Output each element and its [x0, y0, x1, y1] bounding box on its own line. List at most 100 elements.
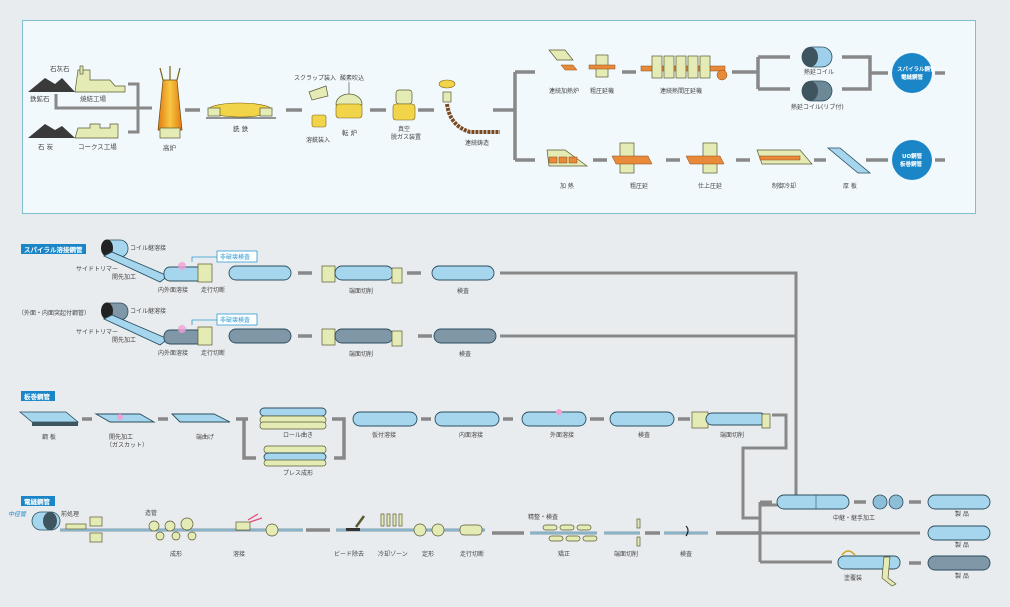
- coating-pipe: [837, 555, 901, 570]
- side-trimmer-label-2: サイドトリマー: [76, 329, 118, 336]
- ribbed-pipe-row-label: （外面・内面突起付鋼管）: [18, 309, 90, 317]
- plate-end-facing-label: 端面切削: [720, 431, 744, 439]
- gas-cut-label: （ガスカット）: [106, 441, 148, 449]
- spiral-section-badge: [21, 244, 86, 254]
- product-pipe-2: [927, 525, 991, 541]
- end-facing-tool-icon: [636, 518, 641, 529]
- sizing-roll-icon: [413, 523, 427, 537]
- coil-welding-label-2: コイル継溶接: [130, 307, 166, 315]
- pipe-making-label: 造管: [145, 509, 157, 517]
- limestone-label: 石灰石: [50, 64, 70, 73]
- erw-section-title: 電縫鋼管: [24, 497, 51, 506]
- degasser-icon: [392, 103, 416, 121]
- spiral-pipe: [228, 265, 292, 281]
- converter-station: スクラップ装入 溶銑装入 酸素吹込 転 炉: [294, 74, 364, 144]
- coke-plant-label: コークス工場: [78, 142, 117, 151]
- hot-coil-label: 熱延コイル: [804, 68, 834, 76]
- jointing-label: 中継・継手加工: [833, 514, 875, 522]
- heating-label: 加 熱: [560, 182, 574, 190]
- roll-bending-icon: [259, 407, 327, 430]
- press-forming-label: プレス成形: [283, 469, 313, 477]
- coating-robot-icon: [881, 556, 897, 587]
- plate-label: 厚 板: [843, 182, 857, 190]
- coupling-icon-2: [888, 494, 904, 510]
- hot-strip-mill-icon: [640, 55, 728, 81]
- inspected-pipe: [431, 265, 495, 281]
- inspection-probe-icon: [685, 525, 689, 537]
- edge-bend-label: 端曲げ: [196, 433, 214, 441]
- straightening-label: 矯正: [558, 550, 570, 558]
- blast-furnace: 高炉: [157, 66, 183, 152]
- spiral-row-1: コイル継溶接 サイドトリマー 開先加工 内外面溶接 走行切断 非破壊検査 端面切…: [76, 239, 495, 295]
- product-label-1: 製 品: [955, 510, 969, 518]
- cooling-zone-label: 冷却ゾーン: [378, 550, 408, 558]
- weld-spark-icon: [178, 262, 186, 270]
- tack-weld-label: 仮付溶接: [372, 431, 396, 439]
- inspection-label: 検査: [457, 287, 469, 295]
- flying-cut-label-2: 走行切断: [201, 349, 225, 357]
- spiral-section-title: スパイラル溶接鋼管: [24, 245, 83, 254]
- flying-cut-label: 走行切断: [201, 286, 225, 294]
- pretreatment-label: 前処理: [61, 510, 79, 518]
- nde-box-2: [216, 313, 258, 326]
- forming-label: 成形: [170, 550, 182, 558]
- inspection-pipe: [609, 411, 675, 427]
- end-facer-left-icon: [321, 265, 336, 283]
- spiral-erw-circle: [892, 53, 932, 93]
- erw-end-facing-label: 端面切削: [614, 550, 638, 558]
- rougher-label: 粗圧延機: [590, 87, 614, 95]
- controlled-cooling-label: 制御冷却: [772, 182, 796, 190]
- converter-label: 転 炉: [342, 128, 358, 137]
- rough-rolling-label: 粗圧延: [630, 182, 648, 190]
- ribbed-spiral-pipe: [228, 328, 292, 344]
- continuous-casting-label: 連続鋳造: [465, 139, 489, 147]
- scrap-chute-icon: [308, 85, 329, 101]
- erw-flying-cut-label: 走行切断: [460, 550, 484, 558]
- vacuum-label: 真空: [398, 125, 410, 133]
- inner-weld-label: 内面溶接: [459, 431, 483, 439]
- medium-diameter-label: 中径管: [8, 510, 27, 518]
- finish-rolling-label: 仕上圧延: [698, 182, 722, 190]
- plate-bending-row: 鋼 板 開先加工 （ガスカット） 端曲げ ロール曲き プレス成形 仮付溶接 内面…: [18, 407, 788, 520]
- product-pipe-3: [927, 555, 991, 571]
- hot-strip-mill-label: 連続熱間圧延機: [660, 87, 702, 95]
- roll-bending-label: ロール曲き: [283, 431, 313, 439]
- sinter-plant-label: 焼結工場: [80, 94, 107, 103]
- outer-weld-pipe: [521, 411, 587, 427]
- end-facer-right-icon: [391, 267, 403, 284]
- product-label-2: 製 品: [955, 541, 969, 549]
- coupling-icon-1: [872, 494, 888, 510]
- cooling-nozzles-icon: [380, 513, 403, 527]
- nde-label-2: 非破壊検査: [220, 316, 250, 324]
- vacuum-degassing: 真空 脱ガス装置: [391, 89, 421, 141]
- iron-ore-pile: [28, 78, 75, 92]
- side-trimmer-label: サイドトリマー: [76, 266, 118, 273]
- torpedo-car: 銑 鉄: [206, 102, 276, 133]
- jointing-pipe: [776, 494, 850, 510]
- coal-pile: [28, 124, 75, 138]
- hot-coil-icon: [801, 46, 833, 68]
- in-out-welding-label: 内外面溶接: [158, 286, 188, 294]
- edge-prep-label-2: 開先加工: [112, 336, 136, 344]
- coating-label: 塗覆装: [844, 574, 862, 582]
- welder-icon: [235, 521, 251, 531]
- spiral-row-2: （外面・内面突起付鋼管） コイル継溶接 サイドトリマー 開先加工 内外面溶接 走…: [18, 302, 497, 358]
- welding-label: 溶接: [233, 550, 245, 558]
- oxygen-blow-label: 酸素吹込: [340, 74, 364, 82]
- bead-removal-label: ビード除去: [334, 550, 364, 558]
- circle-uo-label: UO鋼管: [902, 152, 923, 160]
- sizing-label: 定形: [422, 550, 434, 558]
- hot-coil-rib-label: 熱延コイル(リブ付): [791, 103, 844, 111]
- nde-label: 非破壊検査: [220, 253, 250, 261]
- erw-row: 中径管 前処理 造管 成形 溶接 ビード除去: [8, 509, 760, 558]
- bead-removal-tool: [346, 528, 360, 531]
- plate-route: 加 熱 粗圧延 仕上圧延 制御冷却 厚 板 UO鋼管 板巻鋼管: [546, 140, 945, 190]
- product-label-3: 製 品: [955, 572, 969, 580]
- uo-plate-circle: [892, 140, 932, 180]
- pig-iron-label: 銑 鉄: [233, 124, 249, 133]
- coal-label: 石 炭: [38, 143, 54, 151]
- converter-icon: [335, 103, 363, 119]
- in-out-welding-label-2: 内外面溶接: [158, 349, 188, 357]
- plate-icon: [826, 147, 872, 174]
